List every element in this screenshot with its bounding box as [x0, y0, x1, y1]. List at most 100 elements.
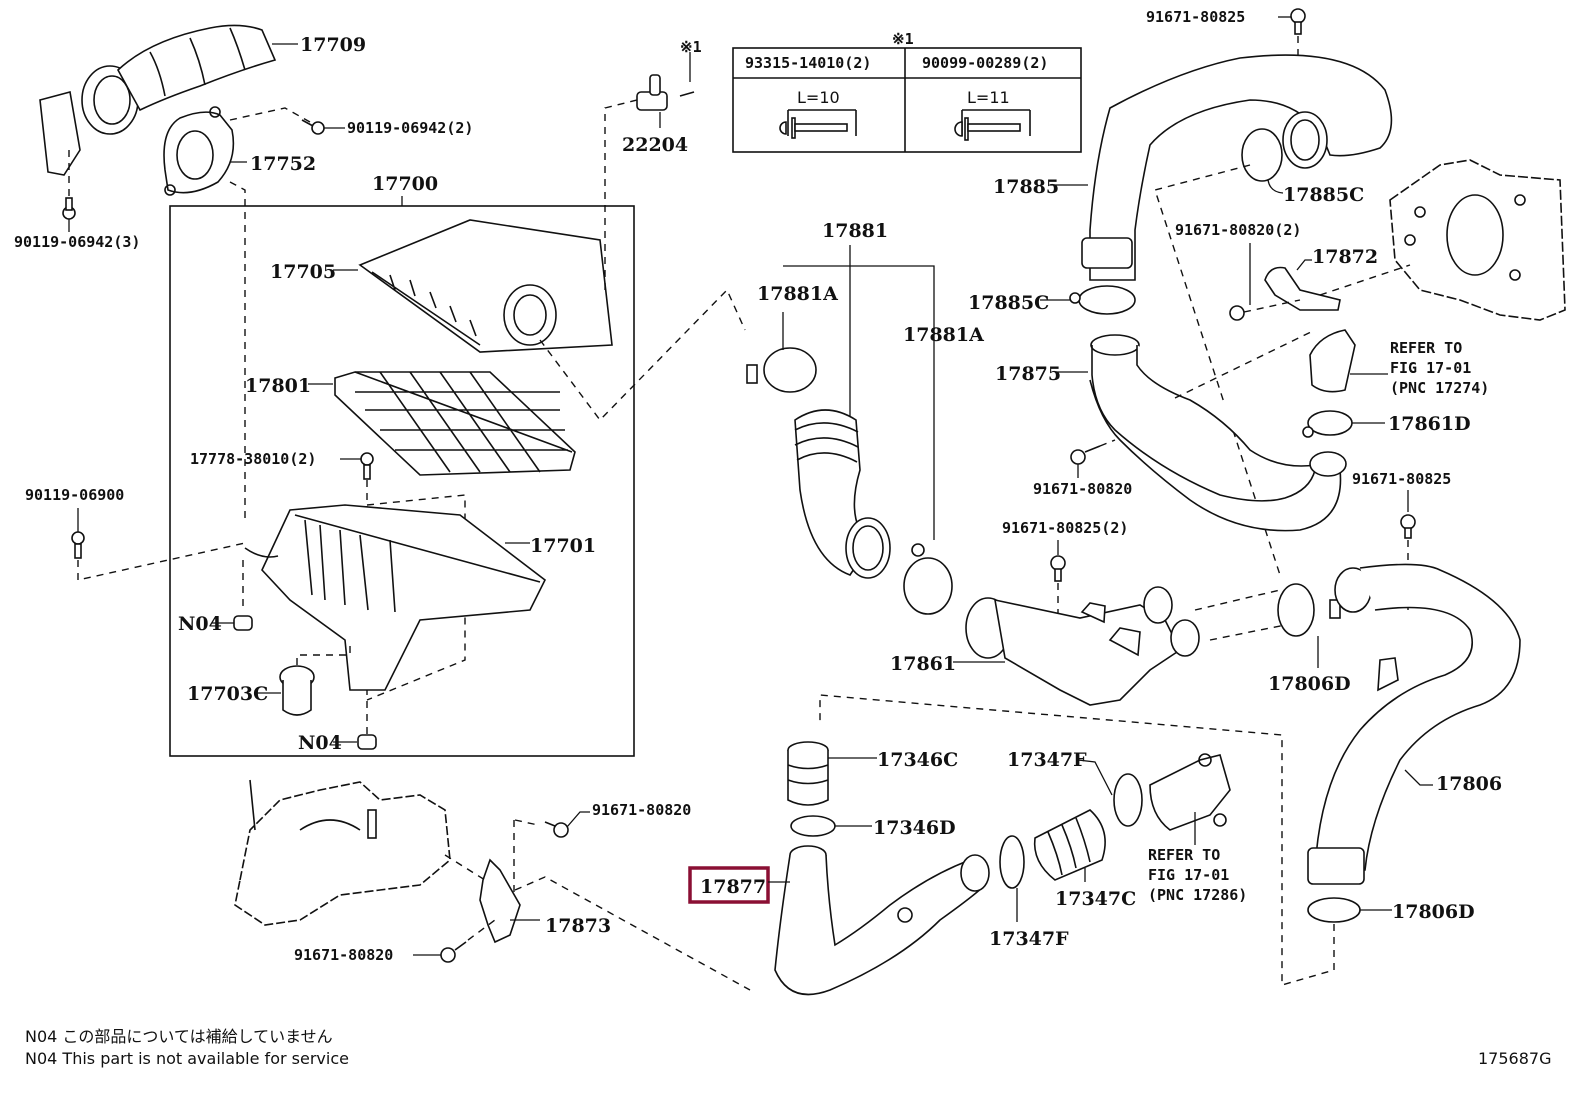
- label-17885[interactable]: 17885: [993, 176, 1059, 198]
- grommet-n04-lower-icon[interactable]: [357, 734, 377, 750]
- label-91671-80820-2[interactable]: 91671-80820(2): [1175, 221, 1301, 239]
- refer-17286-line-2[interactable]: FIG 17-01: [1148, 866, 1229, 884]
- part-17709-intake-hose[interactable]: [39, 24, 277, 176]
- clamp-17861D-icon[interactable]: [1302, 410, 1353, 438]
- label-17705[interactable]: 17705: [270, 261, 336, 283]
- part-17347C-hose[interactable]: [1033, 809, 1106, 881]
- bolt-90119-06942-2-icon[interactable]: [301, 119, 325, 135]
- refer-17274-line-2[interactable]: FIG 17-01: [1390, 359, 1471, 377]
- part-17701-air-cleaner-case[interactable]: [244, 504, 547, 691]
- refer-17286-line-3[interactable]: (PNC 17286): [1148, 886, 1247, 904]
- label-17881[interactable]: 17881: [822, 220, 888, 242]
- refer-17286-line-1[interactable]: REFER TO: [1148, 846, 1220, 864]
- clamp-17347F-upper-icon[interactable]: [1113, 773, 1143, 827]
- clamp-17881A-lower-icon[interactable]: [903, 543, 953, 615]
- highlight-box-17877: [688, 866, 770, 904]
- bolt-spec-table: ※1 93315-14010(2) 90099-00289(2) L=10 L=…: [732, 30, 1082, 153]
- part-17801-air-filter-element[interactable]: [334, 371, 576, 476]
- label-91671-80825-mid[interactable]: 91671-80825: [1352, 470, 1451, 488]
- refer-17274-line-1[interactable]: REFER TO: [1390, 339, 1462, 357]
- label-91671-80825-2[interactable]: 91671-80825(2): [1002, 519, 1128, 537]
- label-22204[interactable]: 22204: [622, 134, 688, 156]
- bolt-91671-80825-2-icon[interactable]: [1050, 555, 1066, 582]
- label-17861[interactable]: 17861: [890, 653, 956, 675]
- label-17346D[interactable]: 17346D: [873, 817, 956, 839]
- bolt-91671-80820-mid-icon[interactable]: [1070, 445, 1101, 465]
- label-17752[interactable]: 17752: [250, 153, 316, 175]
- note-marker-1-sensor: ※1: [680, 38, 702, 56]
- clamp-17806D-upper-icon[interactable]: [1277, 583, 1341, 637]
- label-n04-upper[interactable]: N04: [178, 613, 222, 635]
- part-22204-airflow-sensor[interactable]: [636, 74, 695, 111]
- label-17701[interactable]: 17701: [530, 535, 596, 557]
- label-90119-06942-3[interactable]: 90119-06942(3): [14, 233, 140, 251]
- part-17806-intercooler-pipe[interactable]: [1307, 563, 1521, 885]
- label-90119-06900[interactable]: 90119-06900: [25, 486, 124, 504]
- bolt-table-part-1[interactable]: 93315-14010(2): [745, 54, 871, 72]
- label-91671-80825-top[interactable]: 91671-80825: [1146, 8, 1245, 26]
- label-n04-lower[interactable]: N04: [298, 732, 342, 754]
- bolt-91671-80825-top-icon[interactable]: [1290, 8, 1306, 35]
- label-17347F-upper[interactable]: 17347F: [1007, 749, 1087, 771]
- label-17872[interactable]: 17872: [1312, 246, 1378, 268]
- part-17877-intercooler-pipe[interactable]: [774, 845, 990, 996]
- part-17872-bracket[interactable]: [1264, 266, 1341, 311]
- bolt-91671-80825-mid-icon[interactable]: [1400, 514, 1416, 539]
- label-17806D-upper[interactable]: 17806D: [1268, 673, 1351, 695]
- label-17709[interactable]: 17709: [300, 34, 366, 56]
- label-17881A-right[interactable]: 17881A: [903, 324, 984, 346]
- clamp-17806D-lower-icon[interactable]: [1307, 897, 1361, 923]
- bolt-91671-80820-2-icon[interactable]: [1229, 305, 1245, 321]
- label-91671-80820-mid[interactable]: 91671-80820: [1033, 480, 1132, 498]
- part-17752-adapter[interactable]: [163, 106, 235, 196]
- part-17881-intake-hose[interactable]: [794, 409, 891, 579]
- bolt-90119-06942-3-icon[interactable]: [62, 197, 76, 220]
- part-17705-air-cleaner-cover[interactable]: [358, 219, 613, 353]
- refer-17274-line-3[interactable]: (PNC 17274): [1390, 379, 1489, 397]
- part-17873-bracket[interactable]: [479, 858, 521, 944]
- engine-block-outline: [1389, 159, 1566, 321]
- label-17801[interactable]: 17801: [245, 375, 311, 397]
- part-ref-17274-hose[interactable]: [1309, 329, 1356, 393]
- label-17778-38010-2[interactable]: 17778-38010(2): [190, 450, 316, 468]
- label-17703C[interactable]: 17703C: [187, 683, 268, 705]
- bolt-91671-80820-lower-left-icon[interactable]: [440, 941, 467, 963]
- clamp-17885C-upper-icon[interactable]: [1241, 128, 1283, 182]
- clamp-17881A-upper-icon[interactable]: [746, 347, 817, 393]
- label-17885C[interactable]: 17885C: [968, 292, 1049, 314]
- bolt-table-length-1: L=10: [797, 88, 840, 107]
- label-17885C-top[interactable]: 17885C: [1283, 184, 1364, 206]
- label-17875[interactable]: 17875: [995, 363, 1061, 385]
- label-17347C[interactable]: 17347C: [1055, 888, 1136, 910]
- bolt-table-part-2[interactable]: 90099-00289(2): [922, 54, 1048, 72]
- label-90119-06942-2[interactable]: 90119-06942(2): [347, 119, 473, 137]
- screw-17778-38010-icon[interactable]: [360, 452, 374, 480]
- part-17703C-valve[interactable]: [279, 665, 315, 716]
- label-17347F-lower[interactable]: 17347F: [989, 928, 1069, 950]
- clamp-17347F-lower-icon[interactable]: [999, 835, 1025, 889]
- label-17806[interactable]: 17806: [1436, 773, 1502, 795]
- label-91671-80820-upper-left[interactable]: 91671-80820: [592, 801, 691, 819]
- part-17346C-hose[interactable]: [787, 741, 829, 806]
- part-17875-intercooler-pipe[interactable]: [1089, 334, 1347, 532]
- clamp-17885C-lower-icon[interactable]: [1069, 285, 1136, 315]
- label-17877[interactable]: 17877: [700, 876, 766, 898]
- label-17873[interactable]: 17873: [545, 915, 611, 937]
- label-17700[interactable]: 17700: [372, 173, 438, 195]
- label-17346C[interactable]: 17346C: [877, 749, 958, 771]
- part-17885-upper-pipe[interactable]: [1081, 54, 1393, 281]
- figure-id: 175687G: [1478, 1049, 1551, 1068]
- label-17806D-lower[interactable]: 17806D: [1392, 901, 1475, 923]
- label-17881A-left[interactable]: 17881A: [757, 283, 838, 305]
- part-17861-y-pipe[interactable]: [965, 586, 1200, 706]
- grommet-n04-upper-icon[interactable]: [233, 615, 253, 631]
- label-91671-80820-lower-left[interactable]: 91671-80820: [294, 946, 393, 964]
- clamp-17346D-icon[interactable]: [790, 815, 836, 837]
- part-ref-17286-pipe[interactable]: [1149, 753, 1231, 831]
- bolt-90119-06900-icon[interactable]: [71, 531, 85, 559]
- bolt-93315-14010-icon: [779, 109, 857, 139]
- bolt-91671-80820-upper-left-icon[interactable]: [544, 821, 569, 838]
- label-17861D[interactable]: 17861D: [1388, 413, 1471, 435]
